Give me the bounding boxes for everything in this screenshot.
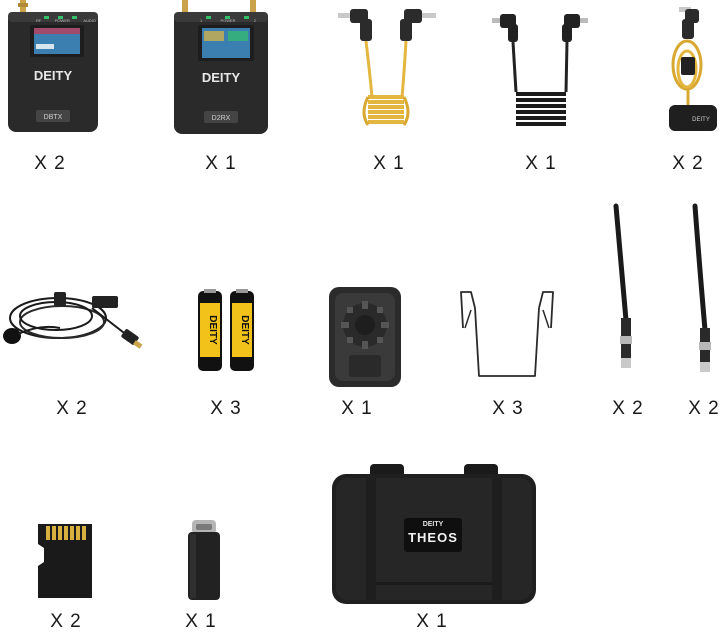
antenna-b — [675, 200, 720, 380]
carrying-case: DEITY THEOS — [330, 462, 538, 606]
dbtx-device-label: DBTX — [44, 114, 63, 121]
adapter-brand: DEITY — [692, 117, 710, 123]
usb-adapter-quantity: X 1 — [185, 611, 217, 632]
lavalier-mic-quantity: X 2 — [56, 398, 88, 419]
micro-sd-card-quantity: X 2 — [50, 611, 82, 632]
d2rx-receiver: DEITY D2RX 1 POWER 2 — [170, 0, 270, 140]
dbtx-transmitter-image: DEITY DBTX — [8, 0, 98, 132]
belt-clip-quantity: X 3 — [492, 398, 524, 419]
d2rx-brand: DEITY — [202, 70, 241, 85]
micro-sd-card-image — [38, 524, 92, 598]
indicator-label: RF — [36, 18, 42, 23]
dbtx-quantity: X 2 — [34, 153, 66, 174]
d2rx-indicator-labels: 1 POWER 2 — [200, 18, 256, 23]
adapter-cable-quantity: X 2 — [672, 153, 704, 174]
dbtx-indicator-labels: RF POWER AUDIO — [36, 18, 96, 23]
indicator-label: AUDIO — [83, 18, 96, 23]
antenna-a-quantity: X 2 — [612, 398, 644, 419]
micro-sd-card — [36, 522, 94, 600]
d2rx-receiver-image: DEITY D2RX — [174, 0, 268, 134]
usbc-cable — [488, 10, 598, 135]
indicator-label: POWER — [54, 18, 70, 23]
adapter-cable: DEITY — [655, 5, 720, 135]
lavalier-mic — [0, 288, 150, 368]
batteries: DEITY DEITY — [194, 289, 258, 373]
indicator-label: 1 — [200, 18, 203, 23]
adapter-cable-image: DEITY — [669, 7, 717, 131]
belt-mount-quantity: X 1 — [341, 398, 373, 419]
belt-clip — [455, 288, 560, 380]
trs-cable-image — [338, 9, 436, 126]
trs-cable — [330, 5, 440, 135]
carrying-case-image — [332, 464, 536, 604]
usbc-cable-quantity: X 1 — [525, 153, 557, 174]
battery-brand: DEITY — [207, 315, 218, 345]
batteries-image: DEITY DEITY — [198, 289, 254, 371]
lavalier-mic-image — [3, 292, 143, 349]
case-brand: DEITY — [422, 521, 444, 528]
dbtx-transmitter: DEITY DBTX RF POWER AUDIO — [0, 0, 100, 140]
indicator-label: POWER — [220, 18, 236, 23]
d2rx-device-label: D2RX — [212, 115, 231, 122]
dbtx-brand: DEITY — [34, 68, 73, 83]
usb-adapter-image — [188, 520, 220, 600]
antenna-b-image — [692, 203, 711, 372]
usbc-cable-image — [492, 14, 588, 126]
belt-clip-image — [460, 291, 554, 377]
case-product-name: THEOS — [408, 530, 458, 545]
antenna-a-image — [613, 203, 632, 368]
trs-cable-quantity: X 1 — [373, 153, 405, 174]
belt-mount — [325, 285, 405, 390]
usb-adapter — [186, 518, 222, 602]
belt-mount-image — [329, 287, 401, 387]
indicator-label: 2 — [253, 18, 256, 23]
carrying-case-quantity: X 1 — [416, 611, 448, 632]
antenna-b-quantity: X 2 — [688, 398, 720, 419]
batteries-quantity: X 3 — [210, 398, 242, 419]
antenna-a — [600, 200, 645, 380]
battery-brand: DEITY — [239, 315, 250, 345]
d2rx-quantity: X 1 — [205, 153, 237, 174]
